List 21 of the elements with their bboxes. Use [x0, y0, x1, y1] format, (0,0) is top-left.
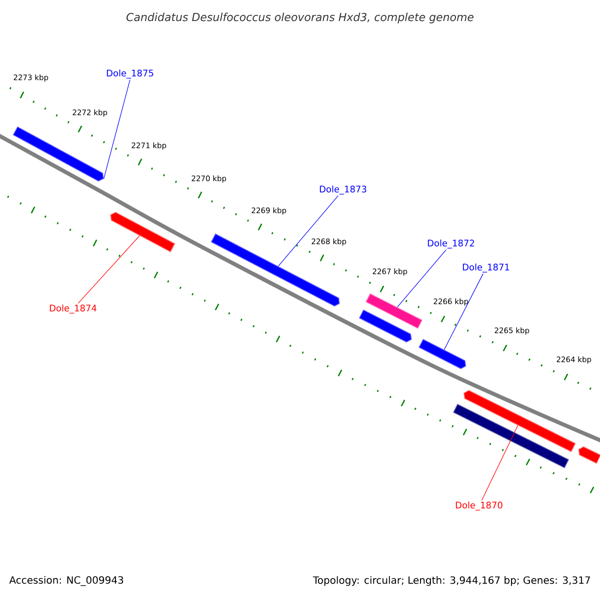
- gene-feature: [578, 446, 600, 464]
- gene-label: Dole_1874: [50, 304, 96, 314]
- gene-label: Dole_1873: [320, 186, 366, 194]
- leader-line: [444, 273, 484, 350]
- gene-feature: [464, 390, 576, 452]
- gene-label: Dole_1872: [428, 240, 474, 248]
- leader-line: [481, 425, 518, 501]
- gene-feature: [110, 212, 176, 252]
- gene-label: Dole_1870: [456, 502, 502, 510]
- leader-line: [103, 79, 130, 180]
- gene-feature: [366, 293, 422, 329]
- gene-label: Dole_1875: [106, 70, 154, 78]
- leader-line: [396, 249, 446, 308]
- gene-label: Dole_1871: [462, 264, 510, 272]
- gene-feature: [358, 309, 412, 342]
- accession-text: Accession: NC_009943: [9, 576, 124, 586]
- leader-line: [78, 235, 140, 304]
- gene-feature: [418, 338, 466, 370]
- genome-info-text: Topology: circular; Length: 3,944,167 bp; Genes: 3,317: [312, 576, 590, 586]
- leader-line: [278, 195, 338, 266]
- title: Candidatus Desulfococcus oleovorans Hxd3, complete genome: [126, 12, 474, 24]
